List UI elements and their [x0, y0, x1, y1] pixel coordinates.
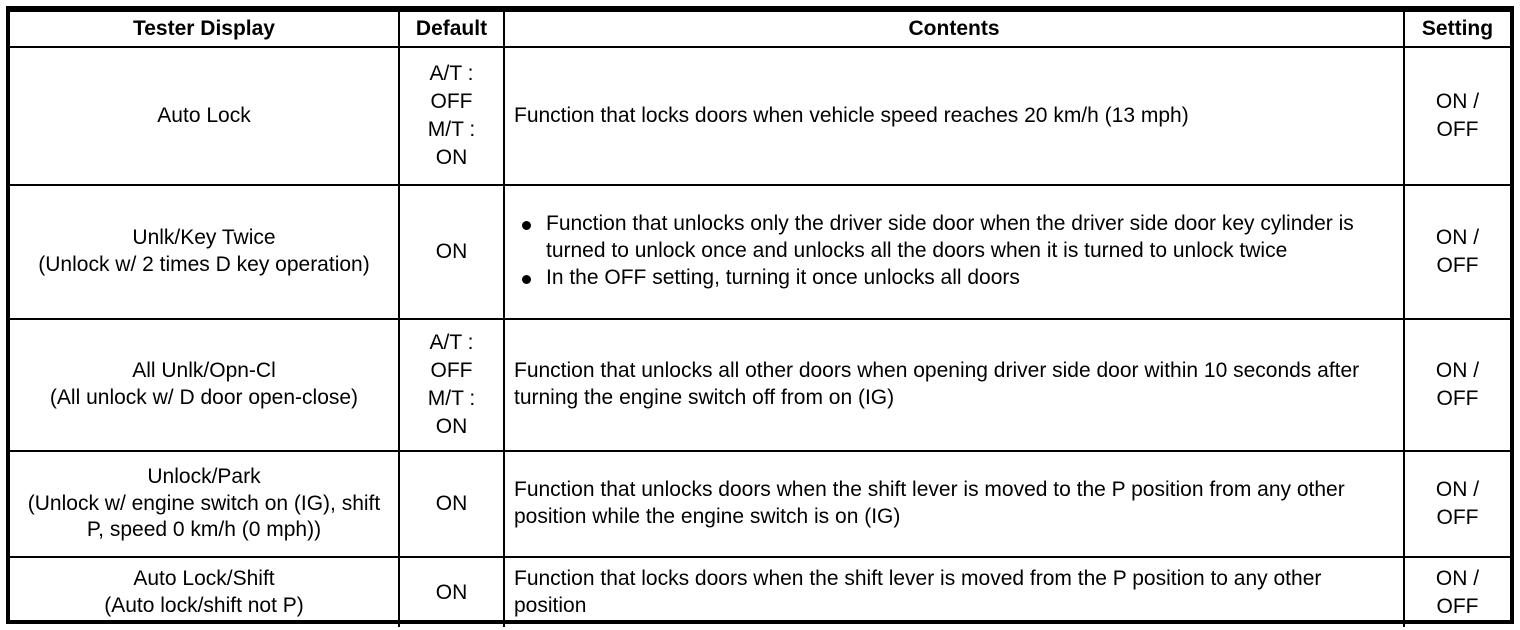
bullet-dot-icon — [522, 220, 531, 230]
cell-setting-value: ON / OFF — [1403, 450, 1510, 558]
cell-setting-value: ON / OFF — [1403, 46, 1510, 186]
header-row: Tester Display Default Contents Setting — [10, 10, 1510, 48]
cell-contents: Function that unlocks only the driver si… — [503, 184, 1405, 320]
table-row: Auto Lock A/T : OFF M/T : ON Function th… — [10, 46, 1510, 186]
tester-display-name: Unlk/Key Twice — [132, 226, 276, 250]
table-row: Unlk/Key Twice (Unlock w/ 2 times D key … — [10, 184, 1510, 320]
tester-display-description: (All unlock w/ D door open-close) — [49, 386, 359, 409]
bullet-dot-icon — [522, 275, 531, 285]
contents-bullet-list: Function that unlocks only the driver si… — [514, 211, 1393, 293]
cell-default-value: ON — [398, 556, 505, 627]
table-body: Auto Lock A/T : OFF M/T : ON Function th… — [10, 46, 1510, 627]
cell-contents: Function that locks doors when vehicle s… — [503, 46, 1405, 186]
contents-paragraph: Function that unlocks doors when the shi… — [514, 478, 1345, 528]
column-header-contents: Contents — [503, 10, 1405, 48]
cell-tester-display: Unlk/Key Twice (Unlock w/ 2 times D key … — [10, 184, 400, 320]
cell-tester-display: All Unlk/Opn-Cl (All unlock w/ D door op… — [10, 318, 400, 452]
tester-display-description: (Unlock w/ 2 times D key operation) — [38, 253, 370, 276]
cell-tester-display: Unlock/Park (Unlock w/ engine switch on … — [10, 450, 400, 558]
table-row: All Unlk/Opn-Cl (All unlock w/ D door op… — [10, 318, 1510, 452]
table-header: Tester Display Default Contents Setting — [10, 10, 1510, 48]
list-item-text: Function that unlocks only the driver si… — [546, 211, 1354, 262]
table-row: Auto Lock/Shift (Auto lock/shift not P) … — [10, 556, 1510, 627]
cell-default-value: ON — [398, 450, 505, 558]
column-header-setting: Setting — [1403, 10, 1510, 48]
list-item: Function that unlocks only the driver si… — [514, 211, 1393, 265]
cell-contents: Function that unlocks doors when the shi… — [503, 450, 1405, 558]
spec-table-container: Tester Display Default Contents Setting … — [6, 6, 1514, 627]
cell-default-value: A/T : OFF M/T : ON — [398, 46, 505, 186]
contents-paragraph: Function that locks doors when the shift… — [514, 566, 1322, 617]
cell-contents: Function that locks doors when the shift… — [503, 556, 1405, 627]
table-row: Unlock/Park (Unlock w/ engine switch on … — [10, 450, 1510, 558]
column-header-tester-display: Tester Display — [10, 10, 400, 48]
cell-tester-display: Auto Lock/Shift (Auto lock/shift not P) — [10, 556, 400, 627]
contents-paragraph: Function that locks doors when vehicle s… — [514, 103, 1189, 127]
list-item-text: In the OFF setting, turning it once unlo… — [546, 266, 1020, 290]
tester-display-description: (Unlock w/ engine switch on (IG), shift … — [27, 491, 381, 542]
tester-display-settings-table: Tester Display Default Contents Setting … — [10, 10, 1510, 627]
cell-setting-value: ON / OFF — [1403, 556, 1510, 627]
tester-display-name: Auto Lock/Shift — [133, 566, 275, 590]
cell-contents: Function that unlocks all other doors wh… — [503, 318, 1405, 452]
contents-paragraph: Function that unlocks all other doors wh… — [514, 359, 1360, 409]
tester-display-name: All Unlk/Opn-Cl — [132, 359, 276, 383]
tester-display-name: Auto Lock — [157, 103, 251, 127]
column-header-default: Default — [398, 10, 505, 48]
cell-default-value: A/T : OFF M/T : ON — [398, 318, 505, 452]
cell-default-value: ON — [398, 184, 505, 320]
cell-tester-display: Auto Lock — [10, 46, 400, 186]
tester-display-name: Unlock/Park — [147, 464, 261, 488]
list-item: In the OFF setting, turning it once unlo… — [514, 265, 1393, 292]
cell-setting-value: ON / OFF — [1403, 318, 1510, 452]
tester-display-description: (Auto lock/shift not P) — [104, 593, 304, 617]
cell-setting-value: ON / OFF — [1403, 184, 1510, 320]
